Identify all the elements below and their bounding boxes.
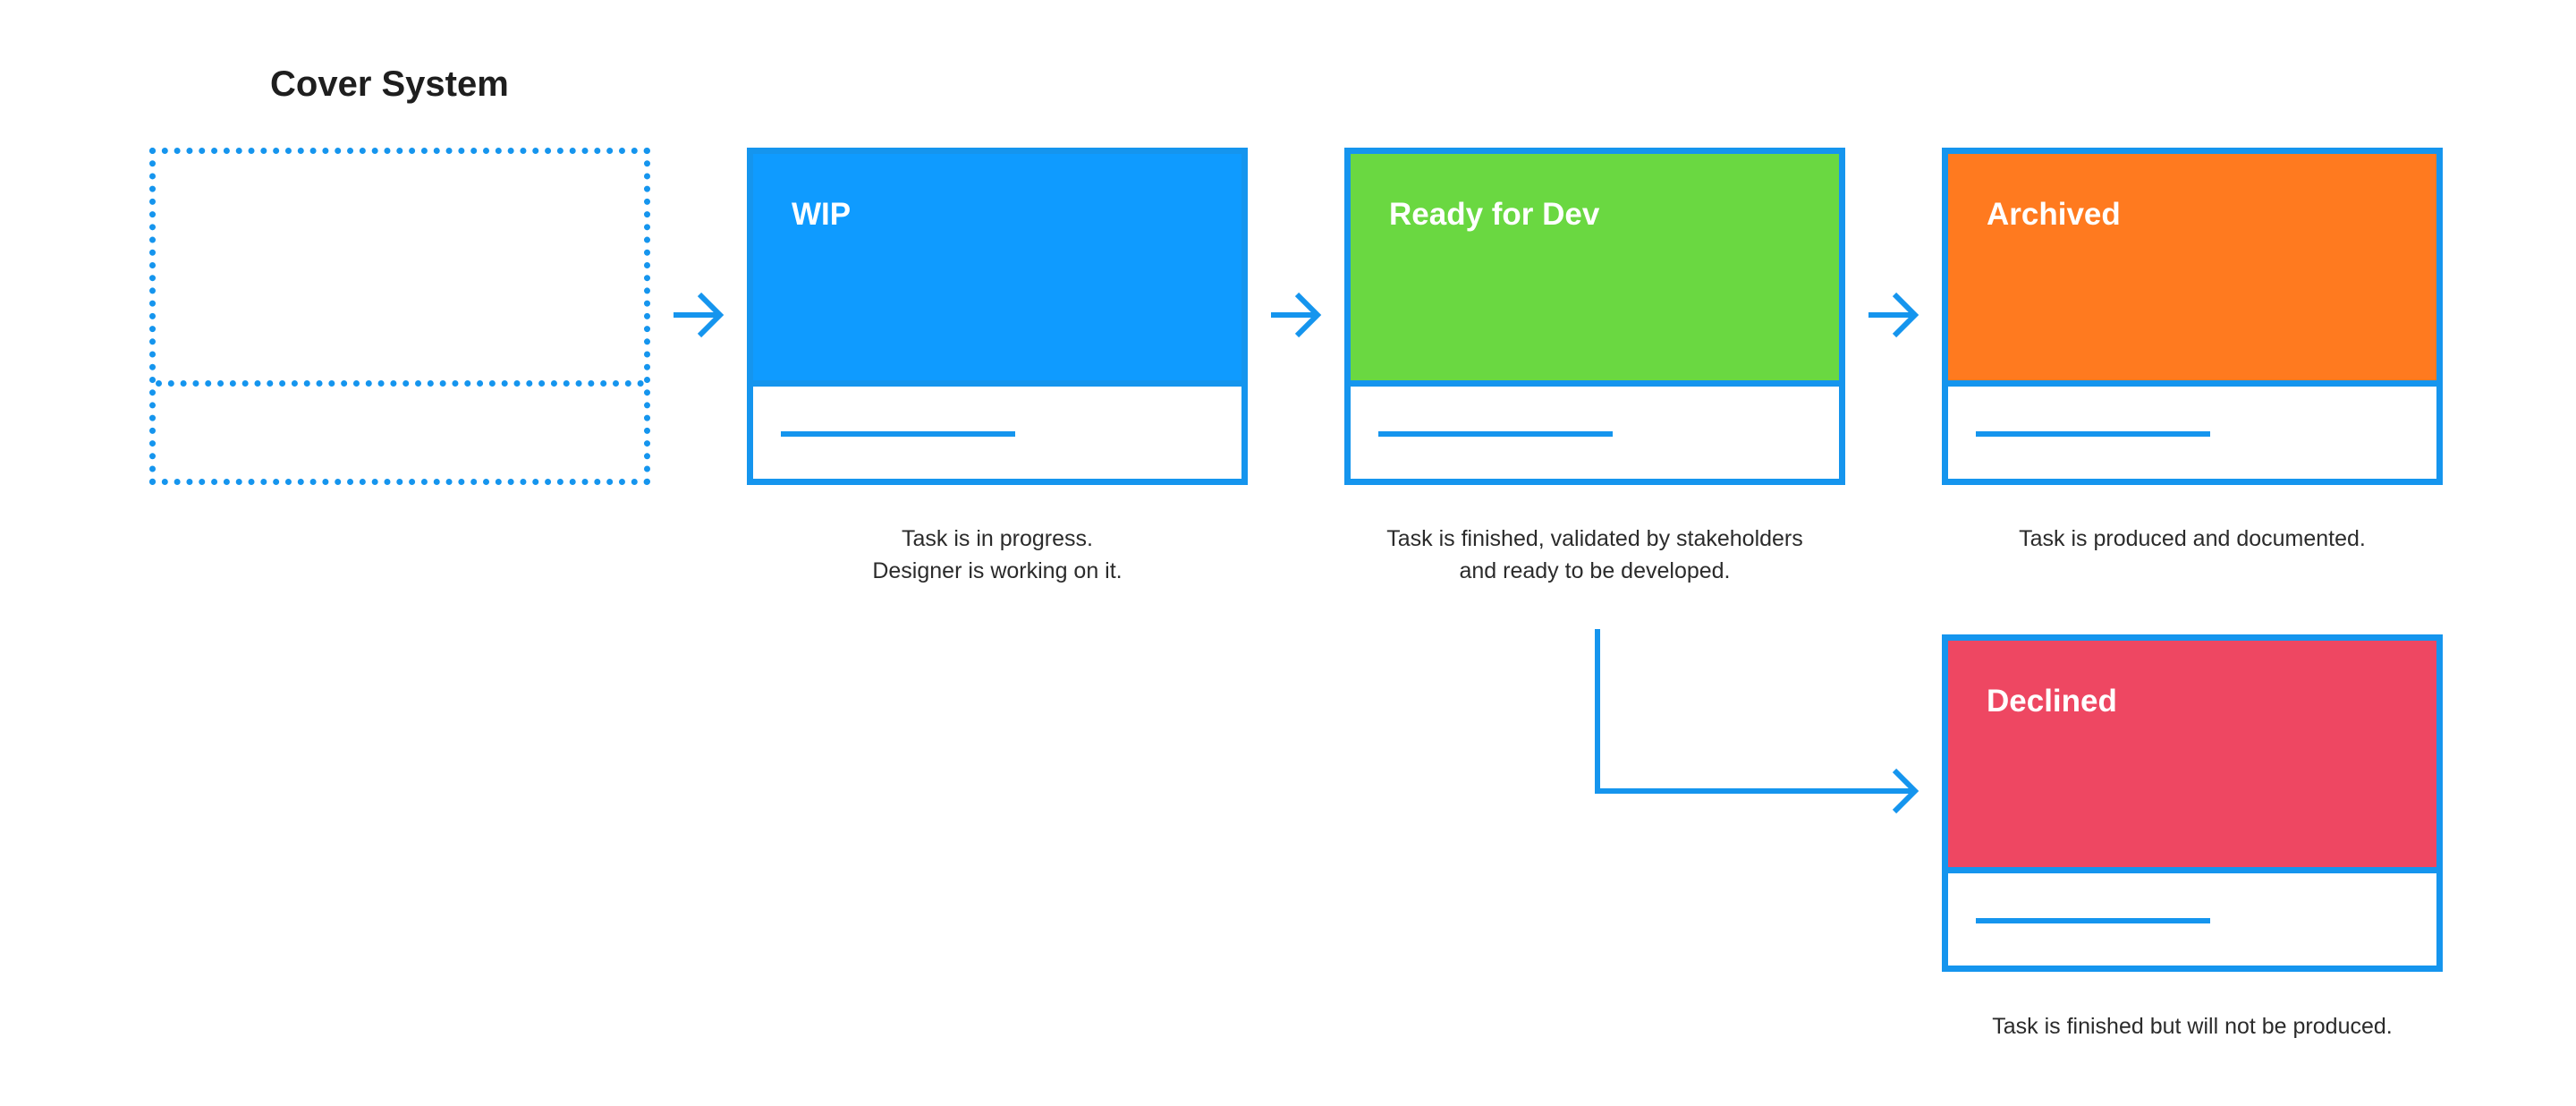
card-archived-description-line: Task is produced and documented. xyxy=(2019,526,2366,551)
arrow-right-icon xyxy=(1868,292,1919,338)
card-wip-line xyxy=(781,431,1015,437)
placeholder-divider xyxy=(156,380,644,387)
card-archived-line xyxy=(1976,431,2210,437)
card-wip-description-line: Task is in progress. xyxy=(902,526,1093,551)
card-declined-line xyxy=(1976,918,2210,923)
card-archived-header xyxy=(1948,154,2436,380)
card-declined-header xyxy=(1948,641,2436,867)
card-ready-header xyxy=(1351,154,1839,380)
card-wip-description-line: Designer is working on it. xyxy=(872,558,1123,583)
card-wip-label: WIP xyxy=(792,197,852,232)
card-ready-description-line: Task is finished, validated by stakehold… xyxy=(1386,526,1803,551)
card-declined-description-line: Task is finished but will not be produce… xyxy=(1992,1014,2393,1039)
card-declined: Declined xyxy=(1942,634,2443,972)
card-ready-divider xyxy=(1351,380,1839,387)
cover-placeholder xyxy=(149,148,650,485)
card-ready-for-dev: Ready for Dev xyxy=(1344,148,1845,485)
card-archived-divider xyxy=(1948,380,2436,387)
card-declined-description: Task is finished but will not be produce… xyxy=(1942,1010,2443,1042)
card-ready-label: Ready for Dev xyxy=(1389,197,1600,232)
card-archived-description: Task is produced and documented. xyxy=(1942,523,2443,555)
card-ready-line xyxy=(1378,431,1613,437)
card-declined-label: Declined xyxy=(1987,684,2117,719)
arrow-right-icon xyxy=(1271,292,1322,338)
arrow-right-icon xyxy=(674,292,724,338)
elbow-arrow-icon xyxy=(1595,629,1919,814)
page-title: Cover System xyxy=(270,64,509,104)
card-wip: WIP xyxy=(747,148,1248,485)
card-wip-divider xyxy=(753,380,1241,387)
card-wip-header xyxy=(753,154,1241,380)
card-wip-description: Task is in progress. Designer is working… xyxy=(747,523,1248,587)
card-ready-description-line: and ready to be developed. xyxy=(1459,558,1731,583)
card-archived-label: Archived xyxy=(1987,197,2121,232)
card-declined-divider xyxy=(1948,867,2436,873)
card-archived: Archived xyxy=(1942,148,2443,485)
card-ready-description: Task is finished, validated by stakehold… xyxy=(1344,523,1845,587)
